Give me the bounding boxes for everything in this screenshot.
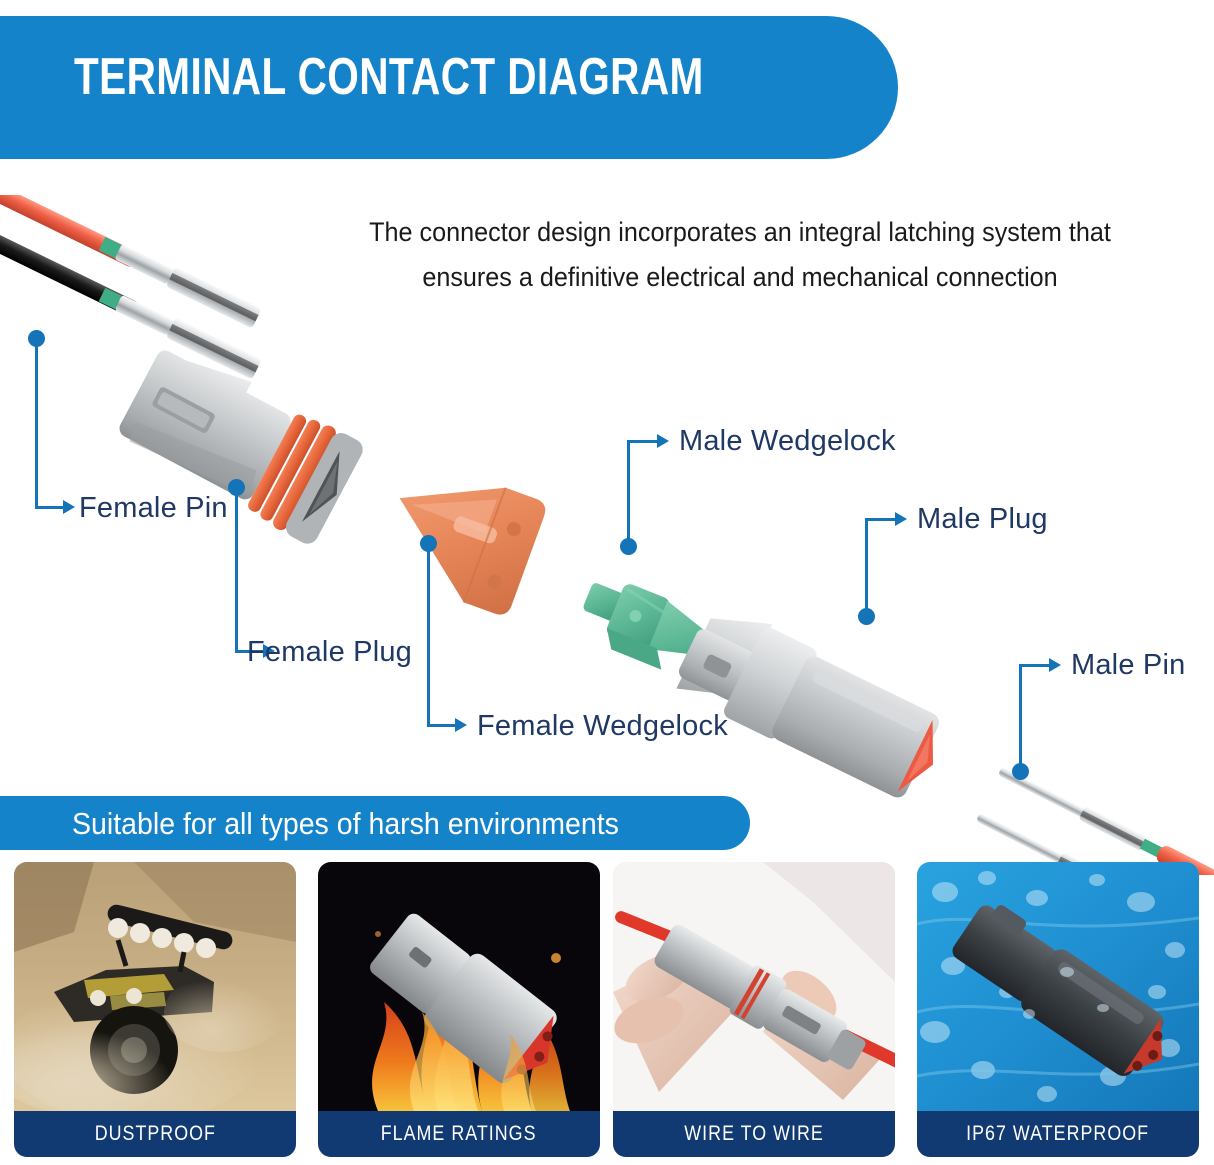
callout-arrow-icon — [1049, 658, 1061, 672]
page-title: TERMINAL CONTACT DIAGRAM — [74, 48, 704, 106]
callout-arrow-icon — [657, 434, 669, 448]
callout-dot — [620, 538, 637, 555]
feature-card-dustproof[interactable]: DUSTPROOF — [14, 862, 296, 1157]
intro-line-1: The connector design incorporates an int… — [369, 217, 1111, 247]
exploded-connector-artwork — [0, 195, 1214, 875]
female-wedgelock-part — [399, 487, 546, 615]
callout-arrow-icon — [455, 718, 467, 732]
female-pin-part — [0, 195, 261, 379]
callout-arrow-icon — [63, 500, 75, 514]
callout-leader-vertical — [35, 344, 38, 508]
female-plug-part — [119, 350, 363, 544]
flame-ratings-caption: FLAME RATINGS — [318, 1111, 600, 1157]
callout-dot — [1012, 763, 1029, 780]
intro-paragraph: The connector design incorporates an int… — [296, 210, 1184, 300]
callout-label: Female Wedgelock — [477, 710, 728, 742]
callout-leader-horizontal — [235, 650, 263, 653]
callout-leader-horizontal — [1019, 664, 1049, 667]
feature-card-wire-to-wire[interactable]: WIRE TO WIRE — [613, 862, 895, 1157]
male-pin-part — [977, 768, 1214, 875]
intro-line-2: ensures a definitive electrical and mech… — [422, 262, 1058, 292]
callout-leader-vertical — [865, 518, 868, 614]
flame-ratings-photo — [318, 862, 600, 1111]
feature-card-ip67-waterproof[interactable]: IP67 WATERPROOF — [917, 862, 1199, 1157]
callout-leader-horizontal — [627, 440, 657, 443]
callout-dot — [228, 479, 245, 496]
callout-label: Female Pin — [79, 492, 228, 524]
callout-dot — [28, 330, 45, 347]
callout-leader-vertical — [627, 440, 630, 544]
ip67-waterproof-caption: IP67 WATERPROOF — [917, 1111, 1199, 1157]
callout-leader-vertical — [427, 549, 430, 726]
callout-leader-vertical — [235, 493, 238, 652]
male-wedgelock-part — [583, 583, 728, 670]
callout-label: Male Pin — [1071, 649, 1186, 681]
callout-dot — [420, 535, 437, 552]
callout-leader-horizontal — [427, 724, 455, 727]
ip67-waterproof-photo — [917, 862, 1199, 1111]
wire-to-wire-caption: WIRE TO WIRE — [613, 1111, 895, 1157]
callout-arrow-icon — [895, 512, 907, 526]
feature-card-list: DUSTPROOF — [0, 862, 1214, 1162]
callout-leader-horizontal — [35, 506, 63, 509]
callout-label: Female Plug — [247, 636, 412, 668]
dustproof-caption: DUSTPROOF — [14, 1111, 296, 1157]
header-banner — [0, 16, 898, 159]
callout-leader-horizontal — [865, 518, 895, 521]
callout-label: Male Wedgelock — [679, 425, 896, 457]
callout-label: Male Plug — [917, 503, 1048, 535]
male-plug-part — [676, 618, 939, 798]
feature-card-flame-ratings[interactable]: FLAME RATINGS — [318, 862, 600, 1157]
callout-leader-vertical — [1019, 664, 1022, 769]
subheader-banner — [0, 796, 750, 850]
dustproof-photo — [14, 862, 296, 1111]
wire-to-wire-photo — [613, 862, 895, 1111]
callout-arrow-icon — [263, 644, 275, 658]
subheader-title: Suitable for all types of harsh environm… — [72, 806, 619, 841]
callout-dot — [858, 608, 875, 625]
